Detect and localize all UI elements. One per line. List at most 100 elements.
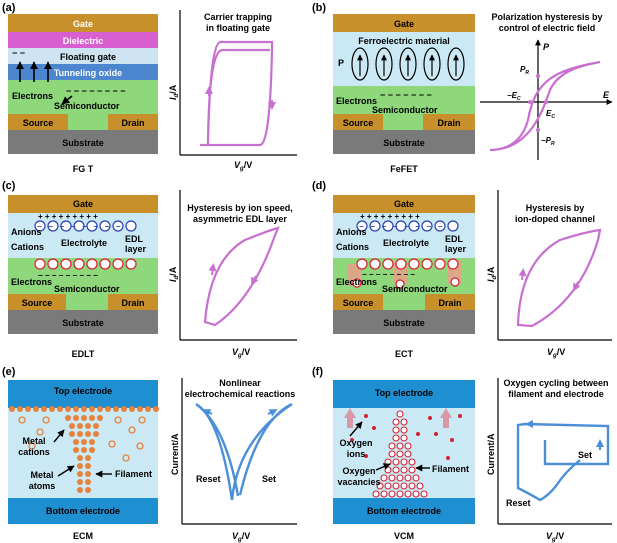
vcm-iv-plot: Oxygen cycling between filament and elec… (486, 378, 612, 543)
anion-row (356, 220, 459, 232)
source-contact (8, 294, 66, 310)
dipole-ellipses (351, 47, 465, 81)
substrate-label: Substrate (62, 138, 104, 148)
panel-a-caption: FG T (73, 164, 94, 174)
vcm-reset-label: Reset (506, 498, 531, 508)
fgt-hysteresis-loop (200, 40, 274, 147)
metal-cations-label-2: cations (18, 447, 50, 457)
ec-point (544, 100, 548, 104)
dielectric-layer (8, 32, 158, 48)
panel-e-tag: (e) (2, 366, 16, 378)
metal-atoms-label-2: atoms (29, 481, 56, 491)
oxygen-ions-label-1: Oxygen (339, 438, 372, 448)
channel-electrons: − − − − − − − − − (38, 271, 98, 280)
bottom-electrode-label: Bottom electrode (367, 506, 441, 516)
ect-plot-title-1: Hysteresis by (526, 203, 585, 213)
drain-label: Drain (437, 118, 460, 128)
source-label: Source (23, 118, 54, 128)
metal-cations (18, 416, 146, 462)
edlt-hysteresis-plot: Hysteresis by ion speed, asymmetric EDL … (168, 190, 297, 359)
edl-label-1: EDL (445, 234, 464, 244)
ect-y-axis-label: Id/A (486, 266, 498, 282)
substrate-layer (8, 310, 158, 334)
channel-gap (66, 294, 108, 310)
panel-d: (d) Gate + + + + + + + + + −−−−−−−− Anio… (312, 180, 612, 359)
fgt-x-axis-label: Vg/V (234, 160, 252, 172)
panel-d-tag: (d) (312, 180, 326, 192)
panel-b-tag: (b) (312, 2, 326, 14)
edlt-device-stack: Gate + + + + + + + + + −−−−−−−− Anions C… (8, 195, 158, 334)
polarization-plot: Polarization hysteresis by control of el… (480, 12, 613, 160)
vcm-device: Top electrode Bottom electrode (333, 380, 475, 524)
fefet-device-stack: Gate Ferroelectric material P Electrons … (333, 14, 475, 154)
top-electrode (333, 380, 475, 408)
ect-hysteresis-loop (516, 228, 602, 328)
electrolyte-label: Electrolyte (61, 238, 107, 248)
source-contact (333, 294, 383, 310)
cations-label: Cations (336, 242, 369, 252)
ecm-plot-title-2: electrochemical reactions (185, 389, 296, 399)
edl-label-2: layer (125, 244, 147, 254)
neg-ec-label: −EC (507, 91, 521, 102)
ecm-plot-title-1: Nonlinear (219, 378, 261, 388)
semiconductor-label: Semiconductor (372, 105, 438, 115)
channel-electrons: − − − − − − − − (362, 270, 415, 279)
ecm-arrow-right (267, 409, 278, 417)
tunneling-oxide-label: Tunneling oxide (54, 68, 122, 78)
pr-label: PR (520, 65, 529, 76)
panel-a: (a) Gate Dielectric Floating gate Tunnel… (2, 2, 297, 174)
pr-point (536, 74, 540, 78)
vcm-y-axis-label: Current/A (486, 433, 496, 475)
ect-x-axis-label: Vg/V (547, 347, 565, 359)
panel-c-caption: EDLT (72, 349, 95, 359)
oxygen-ions-label-2: ions (347, 449, 366, 459)
panel-e-caption: ECM (73, 531, 93, 541)
pe-hysteresis-loop (489, 60, 601, 152)
gate-label: Gate (73, 19, 93, 29)
panel-a-tag: (a) (2, 2, 16, 14)
floating-gate-layer (8, 48, 158, 64)
metal-cations-label-1: Metal (22, 436, 45, 446)
fgt-plot-title-2: in floating gate (206, 23, 270, 33)
neg-pr-point (536, 128, 540, 132)
ferroelectric-label: Ferroelectric material (358, 36, 450, 46)
semiconductor-label: Semiconductor (54, 284, 120, 294)
ect-hysteresis-plot: Hysteresis by ion-doped channel Id/A Vg/… (486, 190, 612, 359)
source-label: Source (343, 298, 374, 308)
ect-arrow-down (573, 281, 581, 292)
filament-atoms (65, 415, 103, 493)
drain-label: Drain (121, 118, 144, 128)
filament-label: Filament (115, 469, 152, 479)
e-axis-label: E (603, 90, 610, 100)
substrate-label: Substrate (383, 138, 425, 148)
oxygen-flow-arrows (344, 408, 452, 428)
semiconductor-label: Semiconductor (382, 284, 448, 294)
vcm-x-axis-label: Vg/V (546, 531, 564, 543)
pe-plot-title-2: control of electric field (499, 23, 596, 33)
panel-e: (e) Top electrode Bottom electrode (2, 366, 297, 543)
drain-label: Drain (438, 298, 461, 308)
cation-row (352, 258, 460, 289)
oxygen-ions (350, 414, 462, 460)
electrolyte-layer (8, 213, 158, 258)
drain-contact (423, 114, 475, 130)
edlt-arrow-down (251, 275, 259, 286)
source-contact (333, 114, 383, 130)
drain-contact (108, 114, 158, 130)
fgt-hysteresis-plot: Carrier trapping in floating gate Id/A V… (168, 10, 297, 172)
electrolyte-layer (333, 213, 475, 258)
panel-f-tag: (f) (312, 366, 323, 378)
metal-surface-atoms (9, 406, 159, 412)
top-electrode (8, 380, 158, 408)
bottom-electrode-label: Bottom electrode (46, 506, 120, 516)
panel-d-caption: ECT (395, 349, 414, 359)
ect-device-stack: Gate + + + + + + + + + −−−−−−−− Anions C… (333, 195, 475, 334)
gate-label: Gate (394, 19, 414, 29)
tunneling-arrows (16, 61, 73, 105)
ecm-y-axis-label: Current/A (170, 433, 180, 475)
trapped-electrons: − − (12, 48, 25, 58)
panel-f-caption: VCM (394, 531, 414, 541)
cation-row (34, 258, 137, 270)
substrate-layer (333, 310, 475, 334)
